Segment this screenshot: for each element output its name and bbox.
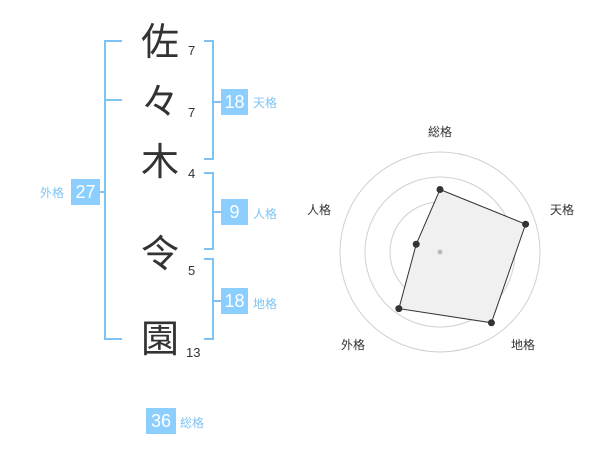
jinkaku-bracket-top xyxy=(204,172,214,174)
name-char-5: 園 xyxy=(140,317,179,361)
stroke-count-5: 13 xyxy=(186,345,201,360)
radar-label-chikaku: 地格 xyxy=(511,338,536,352)
radar-label-tenkaku: 天格 xyxy=(550,203,575,217)
radar-center xyxy=(437,249,443,255)
gaikaku-bracket-tick xyxy=(104,99,122,101)
tenkaku-bracket-vertical xyxy=(212,40,214,160)
radar-point-tenkaku xyxy=(522,220,530,228)
jinkaku-bracket-bottom xyxy=(204,248,214,250)
radar-point-chikaku xyxy=(487,319,495,327)
chikaku-label: 地格 xyxy=(253,297,278,311)
name-char-1: 佐 xyxy=(140,20,179,64)
radar-point-soukaku xyxy=(436,186,444,193)
stroke-count-1: 7 xyxy=(188,43,196,58)
chikaku-bracket-top xyxy=(204,258,214,260)
jinkaku-label: 人格 xyxy=(253,207,278,221)
tenkaku-bracket-stub xyxy=(212,101,222,103)
name-char-2: 々 xyxy=(140,80,179,124)
radar-point-jinkaku xyxy=(412,240,420,248)
stroke-count-2: 7 xyxy=(188,105,196,120)
gaikaku-bracket-vertical xyxy=(104,40,106,340)
gaikaku-value: 27 xyxy=(71,179,100,205)
gaikaku-bracket-bottom xyxy=(104,338,122,340)
chikaku-bracket-bottom xyxy=(204,338,214,340)
tenkaku-label: 天格 xyxy=(253,96,278,110)
jinkaku-bracket-stub xyxy=(212,211,222,213)
jinkaku-value: 9 xyxy=(221,199,248,225)
chikaku-bracket-stub xyxy=(212,300,222,302)
radar-label-soukaku: 総格 xyxy=(428,125,453,139)
tenkaku-value: 18 xyxy=(221,89,248,115)
chikaku-value: 18 xyxy=(221,288,248,314)
chikaku-bracket-vertical xyxy=(212,258,214,340)
radar-ring xyxy=(339,151,541,353)
stroke-count-4: 5 xyxy=(188,263,196,278)
radar-area xyxy=(398,188,527,324)
gaikaku-bracket-top xyxy=(104,40,122,42)
gaikaku-bracket-stub xyxy=(96,191,106,193)
stroke-count-3: 4 xyxy=(188,166,196,181)
tenkaku-bracket-bottom xyxy=(204,158,214,160)
soukaku-label: 総格 xyxy=(180,416,205,430)
gaikaku-label: 外格 xyxy=(40,186,65,200)
name-char-4: 令 xyxy=(140,232,179,276)
radar-label-gaikaku: 外格 xyxy=(341,338,366,352)
name-char-3: 木 xyxy=(140,140,179,184)
soukaku-value: 36 xyxy=(146,408,176,434)
tenkaku-bracket-top xyxy=(204,40,214,42)
radar-label-jinkaku: 人格 xyxy=(307,203,332,217)
radar-point-gaikaku xyxy=(395,305,403,313)
